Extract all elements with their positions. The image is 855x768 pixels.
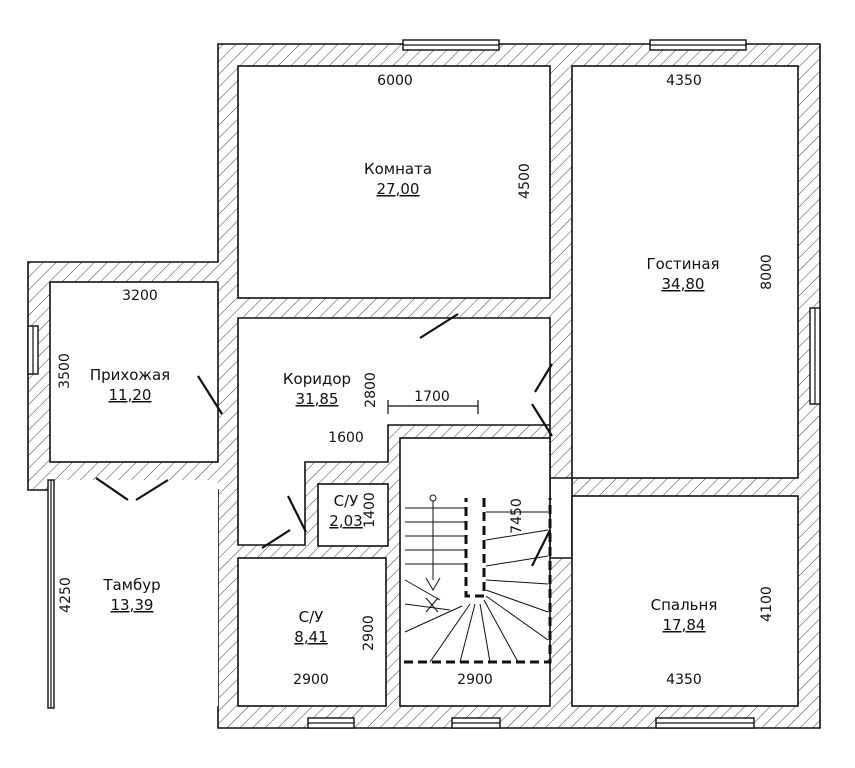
room-name-koridor: Коридор [283, 370, 351, 388]
dim-su-large-depth: 2900 [361, 615, 377, 651]
room-area-komnata: 27,00 [377, 180, 420, 198]
dim-koridor-span: 1700 [414, 389, 450, 405]
dim-komnata-depth: 4500 [517, 163, 533, 199]
room-labels: Комната 27,00 Гостиная 34,80 Прихожая 11… [90, 160, 720, 646]
room-area-su-small: 2,03 [329, 512, 362, 530]
room-area-koridor: 31,85 [296, 390, 339, 408]
room-name-su-large: С/У [299, 608, 324, 626]
room-prikhozhaya [49, 281, 219, 463]
dim-spalnya-width: 4350 [666, 672, 702, 688]
room-komnata [237, 65, 551, 299]
room-area-spalnya: 17,84 [663, 616, 706, 634]
room-area-su-large: 8,41 [294, 628, 327, 646]
dim-su-large-width: 2900 [293, 672, 329, 688]
room-name-tambur: Тамбур [102, 576, 160, 594]
dim-prikhozhaya-width: 3200 [122, 288, 158, 304]
room-name-komnata: Комната [364, 160, 432, 178]
room-gostinaya [571, 65, 799, 479]
room-name-su-small: С/У [334, 492, 359, 510]
dimension-labels: 6000 4500 4350 8000 3200 3500 2800 1700 … [57, 73, 775, 688]
dim-gostinaya-depth: 8000 [759, 254, 775, 290]
tambur-wall [47, 479, 55, 709]
room-area-tambur: 13,39 [111, 596, 154, 614]
room-su-small [317, 483, 389, 547]
dimension-line-1700 [387, 400, 479, 414]
room-name-gostinaya: Гостиная [646, 255, 719, 273]
dim-gostinaya-width: 4350 [666, 73, 702, 89]
room-name-prikhozhaya: Прихожая [90, 366, 170, 384]
windows [27, 39, 821, 729]
room-area-prikhozhaya: 11,20 [109, 386, 152, 404]
dim-stair-width: 2900 [457, 672, 493, 688]
doors [95, 313, 553, 567]
room-name-spalnya: Спальня [651, 596, 718, 614]
room-spalnya [571, 495, 799, 707]
dim-stair-depth: 7450 [509, 498, 525, 534]
dim-koridor-depth: 2800 [363, 372, 379, 408]
room-tambur [54, 480, 218, 706]
room-stair [399, 437, 551, 707]
room-area-gostinaya: 34,80 [662, 275, 705, 293]
dim-prikhozhaya-depth: 3500 [57, 353, 73, 389]
staircase [404, 494, 552, 664]
dim-spalnya-depth: 4100 [759, 586, 775, 622]
dim-su-small-depth: 1400 [362, 492, 378, 528]
dim-tambur-depth: 4250 [58, 577, 74, 613]
dim-koridor-width: 1600 [328, 430, 364, 446]
room-su-large [237, 557, 387, 707]
dim-komnata-width: 6000 [377, 73, 413, 89]
